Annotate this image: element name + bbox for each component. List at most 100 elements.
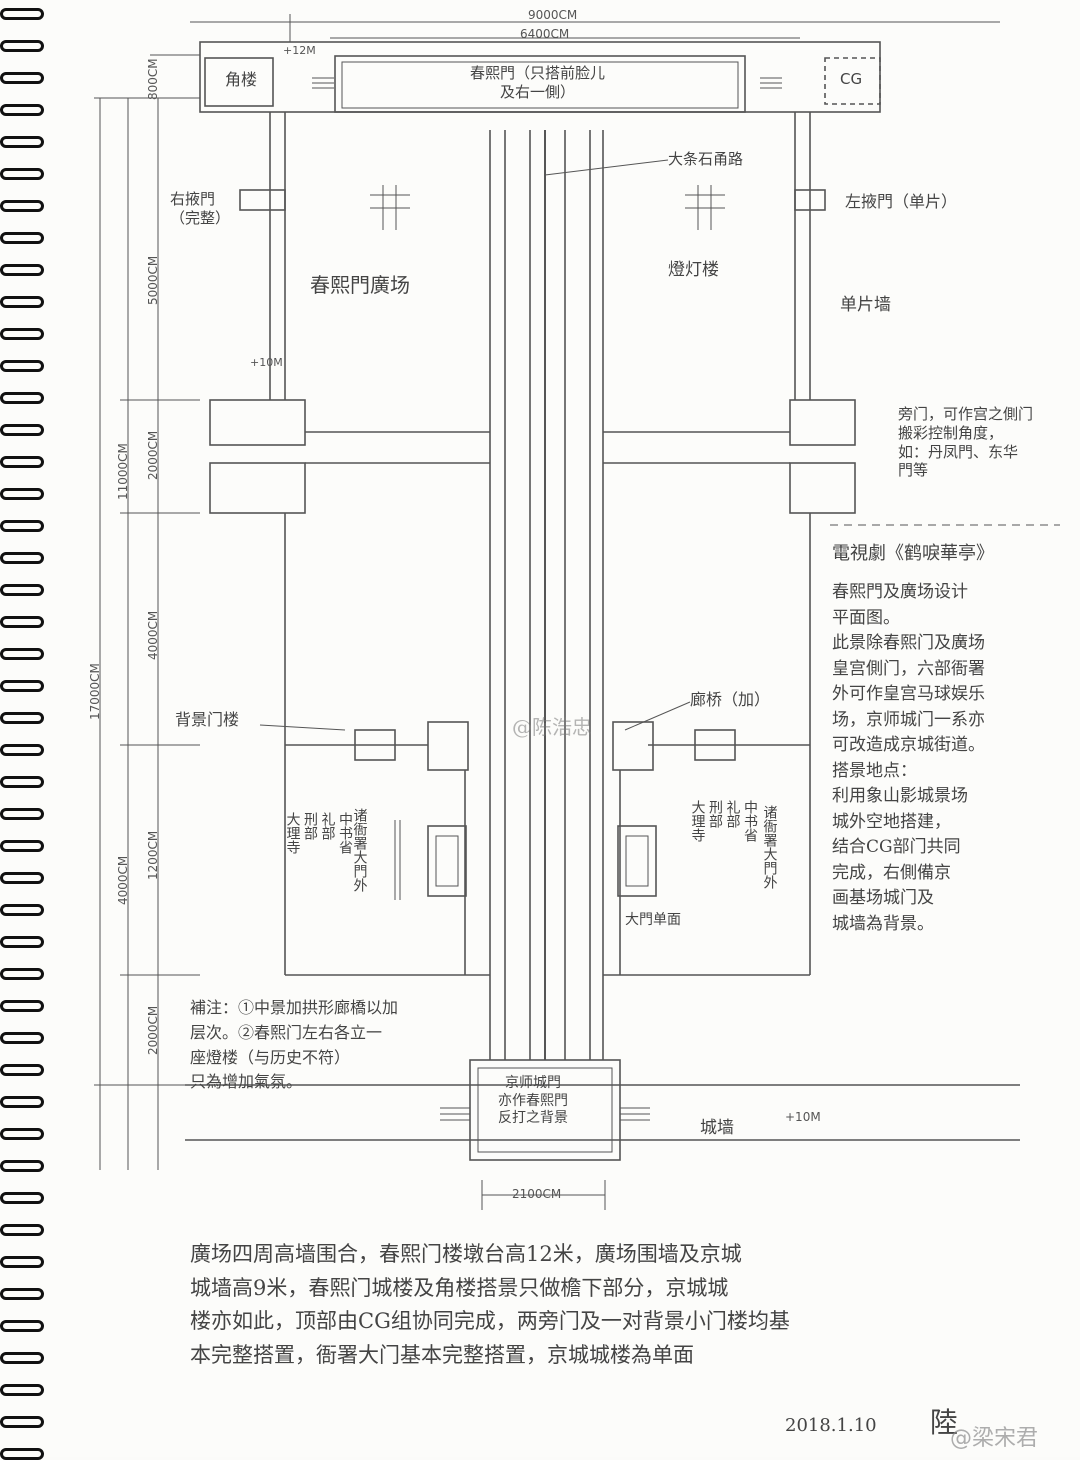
left-side-gate-label: 右掖門 （完整） — [170, 190, 231, 227]
spiral-ring — [0, 40, 44, 52]
elev-12: +12M — [283, 44, 316, 57]
background-gatehouse-label: 背景门楼 — [175, 710, 240, 729]
corridor-bridge-right — [612, 721, 654, 771]
gate-steps — [312, 77, 782, 89]
lower-right-pier — [789, 462, 856, 514]
spiral-ring — [0, 936, 44, 948]
spiral-ring — [0, 296, 44, 308]
office-building-right — [617, 825, 657, 897]
lantern-tower-label: 燈灯楼 — [668, 260, 719, 280]
single-wall-label: 单片墙 — [840, 295, 891, 315]
spiral-ring — [0, 872, 44, 884]
dim-left-total: 17000CM — [88, 663, 102, 720]
spiral-ring — [0, 904, 44, 916]
spiral-ring — [0, 520, 44, 532]
plaza-label: 春熙門廣场 — [310, 273, 410, 297]
watermark-center: @陈浩忠 — [512, 715, 592, 739]
spiral-ring — [0, 8, 44, 20]
spiral-ring — [0, 1128, 44, 1140]
left-offices-gate-label: 诸衙署大門外 — [351, 808, 368, 892]
signature: 陸 — [930, 1406, 959, 1439]
spiral-ring — [0, 1416, 44, 1428]
spiral-ring — [0, 712, 44, 724]
spiral-ring — [0, 200, 44, 212]
spiral-ring — [0, 1384, 44, 1396]
right-offices-gate-label: 诸衙署大門外 — [761, 805, 778, 889]
bottom-description: 廣场四周高墙围合，春熙门楼墩台高12米，廣场围墙及京城 城墙高9米，春熙门城楼及… — [190, 1242, 790, 1367]
spiral-ring — [0, 1288, 44, 1300]
dim-5000: 5000CM — [146, 255, 160, 305]
dim-2000b: 2000CM — [146, 1005, 160, 1055]
left-offices-label: 中书省 礼部 刑部 大理寺 — [284, 812, 354, 854]
spiral-ring — [0, 1224, 44, 1236]
spiral-ring — [0, 552, 44, 564]
date-label: 2018.1.10 — [785, 1415, 877, 1436]
corner-tower-label: 角楼 — [225, 70, 258, 89]
city-wall-label: 城墙 — [700, 1118, 734, 1138]
dim-top-total: 9000CM — [528, 8, 578, 22]
spiral-ring — [0, 392, 44, 404]
chunximen-label: 春熙門（只搭前脸儿 及右一側） — [470, 64, 606, 101]
spiral-ring — [0, 264, 44, 276]
right-side-gate — [794, 189, 826, 211]
spiral-ring — [0, 1000, 44, 1012]
spiral-ring — [0, 72, 44, 84]
gate-single-label: 大門单面 — [625, 912, 681, 928]
spiral-ring — [0, 584, 44, 596]
right-offices-label: 中书省 礼部 刑部 大理寺 — [689, 800, 759, 842]
corridor-bridge-left — [427, 721, 469, 771]
dim-top-inner: 6400CM — [520, 27, 570, 41]
background-gatehouse-left — [354, 729, 396, 761]
spiral-ring — [0, 776, 44, 788]
spiral-ring — [0, 1192, 44, 1204]
spiral-ring — [0, 1096, 44, 1108]
spiral-ring — [0, 744, 44, 756]
dim-left-upper: 11000CM — [116, 443, 130, 500]
supplement-note: 補注：①中景加拱形廊橋以加 层次。②春熙门左右各立一 座燈楼（与历史不符） 只為… — [190, 998, 399, 1092]
elev-10b: +10M — [785, 1110, 821, 1124]
city-gate-label: 京师城門 亦作春熙門 反打之背景 — [498, 1075, 568, 1126]
dim-bottom-gate: 2100CM — [512, 1187, 562, 1201]
spiral-ring — [0, 968, 44, 980]
watermark-corner: @梁宋君 — [950, 1426, 1039, 1451]
spiral-ring — [0, 1064, 44, 1076]
city-gate — [469, 1059, 621, 1161]
spiral-ring — [0, 1320, 44, 1332]
spiral-ring — [0, 616, 44, 628]
lower-left-pier — [209, 462, 306, 514]
side-gate-note: 旁门，可作宫之側门 搬彩控制角度， 如：丹凤門、东华 門等 — [898, 405, 1034, 480]
cross-wall-left-pier — [209, 399, 306, 446]
spiral-ring — [0, 648, 44, 660]
spiral-ring — [0, 680, 44, 692]
drama-title: 電視劇《鹤唳華亭》 — [832, 543, 994, 564]
cg-label: CG — [840, 70, 863, 88]
corridor-bridge-label: 廊桥（加） — [690, 690, 771, 709]
left-side-gate — [239, 189, 286, 211]
spiral-ring — [0, 232, 44, 244]
spiral-ring — [0, 840, 44, 852]
spiral-ring — [0, 104, 44, 116]
office-building-left — [427, 825, 467, 897]
right-side-gate-label: 左掖門（单片） — [845, 192, 958, 211]
chunximen-gate — [334, 55, 746, 113]
elev-10a: +10M — [250, 356, 283, 369]
spiral-ring — [0, 424, 44, 436]
cg-corner-box — [824, 57, 881, 105]
dim-800: 800CM — [146, 58, 160, 100]
dim-2000a: 2000CM — [146, 430, 160, 480]
spiral-ring — [0, 136, 44, 148]
spiral-ring — [0, 1352, 44, 1364]
dim-left-lower: 4000CM — [116, 855, 130, 905]
spiral-ring — [0, 328, 44, 340]
spiral-ring — [0, 360, 44, 372]
dim-1200: 1200CM — [146, 830, 160, 880]
spiral-ring — [0, 488, 44, 500]
corner-tower-left — [204, 57, 274, 107]
spiral-ring — [0, 456, 44, 468]
spiral-ring — [0, 168, 44, 180]
spiral-ring — [0, 1160, 44, 1172]
spiral-ring — [0, 1032, 44, 1044]
spiral-ring — [0, 808, 44, 820]
